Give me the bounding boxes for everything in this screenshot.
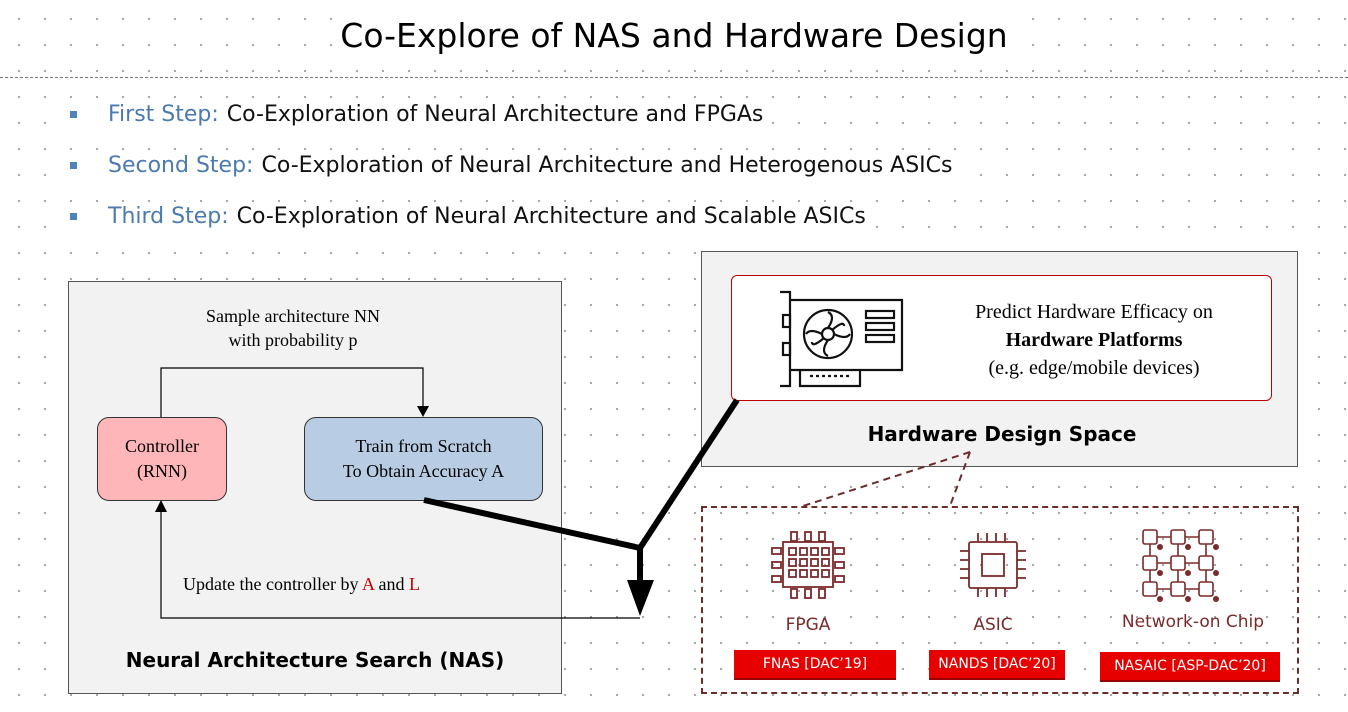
callout-dashed-right xyxy=(949,451,971,507)
title-divider xyxy=(0,77,1348,78)
hardware-to-merge-thick-line xyxy=(637,398,740,550)
platform-tag-asic: NANDS [DAC’20] xyxy=(929,650,1065,680)
step-item-3: Third Step: Co-Exploration of Neural Arc… xyxy=(70,204,870,229)
platform-name-asic: ASIC xyxy=(973,615,1013,635)
predict-line1: Predict Hardware Efficacy on xyxy=(975,301,1213,323)
slide-title-container: Co-Explore of NAS and Hardware Design xyxy=(0,14,1348,57)
step-text: Co-Exploration of Neural Architecture an… xyxy=(226,102,764,127)
update-controller-caption: Update the controller by A and L xyxy=(183,574,420,595)
predict-line3: (e.g. edge/mobile devices) xyxy=(988,357,1200,379)
predict-text: Predict Hardware Efficacy on Hardware Pl… xyxy=(938,298,1250,382)
platform-name-fpga: FPGA xyxy=(785,615,831,635)
bullet-square-icon xyxy=(70,111,77,118)
step-item-2: Second Step: Co-Exploration of Neural Ar… xyxy=(70,153,957,178)
platforms-box xyxy=(701,506,1299,694)
step-lead: Third Step: xyxy=(108,204,229,229)
update-latency-symbol: L xyxy=(408,574,420,594)
graphics-card-icon xyxy=(780,290,904,388)
platform-tag-noc: NASAIC [ASP-DAC’20] xyxy=(1100,652,1280,682)
bullet-square-icon xyxy=(70,213,77,220)
sample-loop-arrow xyxy=(160,367,424,417)
train-to-merge-thick-line xyxy=(423,497,641,551)
controller-line1: Controller xyxy=(125,436,199,456)
step-item-1: First Step: Co-Exploration of Neural Arc… xyxy=(70,102,768,127)
bullet-square-icon xyxy=(70,162,77,169)
step-lead: First Step: xyxy=(108,102,219,127)
update-arrowhead-icon xyxy=(155,500,167,512)
update-accuracy-symbol: A xyxy=(361,574,374,594)
hardware-label: Hardware Design Space xyxy=(867,422,1137,446)
fpga-chip-icon xyxy=(771,531,845,599)
train-line2: To Obtain Accuracy A xyxy=(342,461,505,481)
predict-line2: Hardware Platforms xyxy=(1005,329,1183,351)
step-text: Co-Exploration of Neural Architecture an… xyxy=(261,153,953,178)
train-box: Train from Scratch To Obtain Accuracy A xyxy=(304,417,543,501)
step-text: Co-Exploration of Neural Architecture an… xyxy=(236,204,866,229)
update-prefix: Update the controller by xyxy=(183,574,362,594)
platform-tag-fpga: FNAS [DAC’19] xyxy=(734,650,896,680)
callout-dashed-left xyxy=(799,451,971,508)
update-loop-arrow xyxy=(160,510,640,619)
slide-title: Co-Explore of NAS and Hardware Design xyxy=(334,14,1014,57)
merge-big-arrowhead-icon xyxy=(627,580,654,616)
update-and: and xyxy=(373,574,409,594)
platform-name-noc: Network-on Chip xyxy=(1121,612,1265,632)
controller-box: Controller (RNN) xyxy=(97,417,227,501)
train-line1: Train from Scratch xyxy=(355,436,492,456)
sample-caption-line2: with probability p xyxy=(228,330,358,350)
nas-label: Neural Architecture Search (NAS) xyxy=(125,648,505,672)
step-lead: Second Step: xyxy=(108,153,254,178)
sample-arrowhead-icon xyxy=(417,406,429,417)
sample-architecture-caption: Sample architecture NN with probability … xyxy=(150,304,436,352)
network-on-chip-icon xyxy=(1142,529,1219,602)
asic-chip-icon xyxy=(960,533,1026,597)
controller-line2: (RNN) xyxy=(137,461,187,481)
predict-box xyxy=(731,275,1272,401)
sample-caption-line1: Sample architecture NN xyxy=(206,306,380,326)
